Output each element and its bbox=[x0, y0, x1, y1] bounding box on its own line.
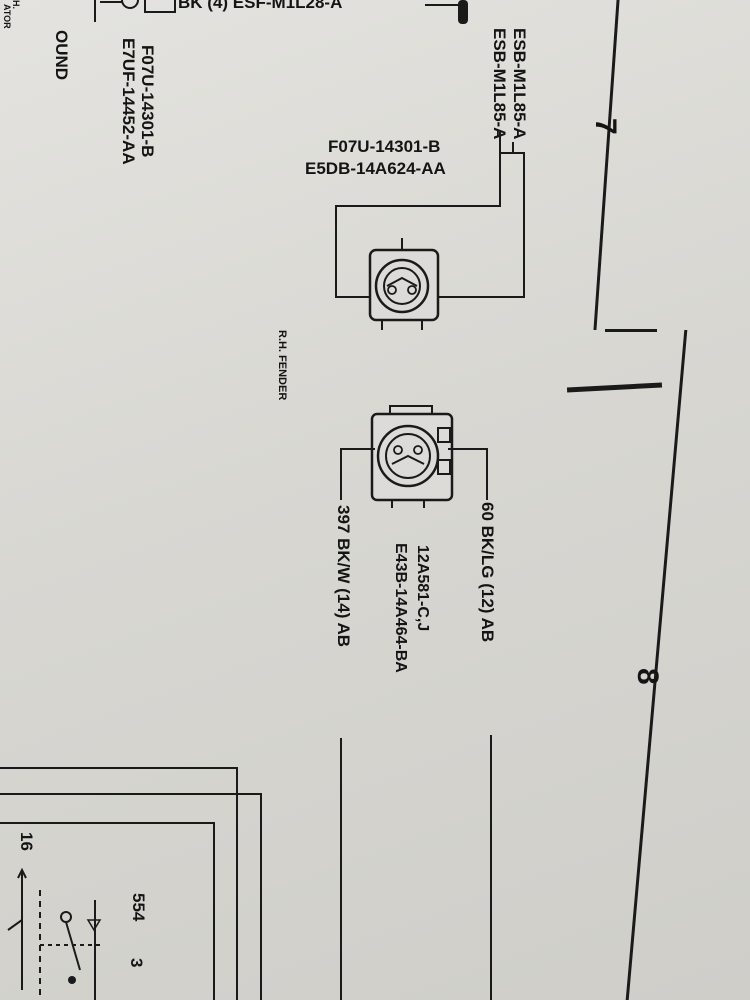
terminal-16-label: 16 bbox=[17, 832, 36, 851]
lower-connector-icon bbox=[370, 405, 454, 508]
zone-number-8: 8 bbox=[631, 668, 664, 685]
upper-connector-icon bbox=[368, 238, 440, 330]
esb-label-2: ESB-M1L85-A bbox=[490, 28, 509, 140]
lower-connector-number: E43B-14A464-BA bbox=[392, 543, 409, 673]
left-edge-ator-text: ATOR bbox=[2, 4, 12, 29]
wire-60-label: 60 BK/LG (12) AB bbox=[478, 502, 497, 643]
upper-connector-part: F07U-14301-B bbox=[328, 137, 441, 156]
esb-leader-2 bbox=[499, 132, 501, 154]
wire-60-stub bbox=[448, 448, 488, 450]
wire-397-down bbox=[340, 448, 342, 500]
upper-connector-number: E5DB-14A624-AA bbox=[305, 159, 446, 178]
wire-397-continuation bbox=[340, 738, 342, 1000]
top-left-vertical-line bbox=[94, 0, 96, 22]
zone-divider-tick bbox=[566, 382, 663, 393]
esb-label-1: ESB-M1L85-A bbox=[510, 28, 529, 140]
box-line-outer-top bbox=[0, 767, 238, 769]
left-part-label: F07U-14301-B bbox=[138, 45, 157, 158]
esb-leader-1 bbox=[512, 142, 514, 152]
box-line-mid-right bbox=[260, 793, 262, 1000]
zone-border-step bbox=[605, 329, 657, 332]
top-wire-line bbox=[425, 4, 460, 6]
wire-397-label: 397 BK/W (14) AB bbox=[334, 505, 353, 648]
box-line-inner-top bbox=[0, 822, 215, 824]
upper-wire-right bbox=[523, 152, 525, 298]
left-edge-h-text: H. bbox=[11, 0, 21, 9]
zone-border-top bbox=[593, 0, 620, 330]
left-number-label: E7UF-14452-AA bbox=[119, 38, 138, 165]
location-label: R.H. FENDER bbox=[276, 330, 288, 401]
switch-schematic-icon bbox=[7, 867, 102, 1000]
lower-connector-code: 12A581-C,J bbox=[414, 545, 431, 632]
box-line-mid-top bbox=[0, 793, 262, 795]
upper-wire-esb bbox=[499, 152, 501, 207]
wire-60-continuation bbox=[490, 735, 492, 1000]
top-left-fuse-icon bbox=[100, 0, 176, 13]
upper-wire-esb-top bbox=[499, 152, 525, 154]
zone-number-7: 7 bbox=[589, 118, 622, 135]
top-wire-terminal bbox=[458, 0, 468, 24]
upper-wire-top bbox=[335, 205, 500, 207]
top-wire-label: BK (4) ESF-M1L28-A bbox=[178, 0, 343, 12]
wire-60-down bbox=[486, 448, 488, 500]
box-line-outer-right bbox=[236, 767, 238, 1000]
wire-397-stub bbox=[340, 448, 375, 450]
upper-wire-left bbox=[335, 205, 337, 298]
left-edge-ground-text: OUND bbox=[52, 30, 71, 81]
box-line-inner-right bbox=[213, 822, 215, 1000]
zone-border-vertical bbox=[625, 330, 688, 1000]
